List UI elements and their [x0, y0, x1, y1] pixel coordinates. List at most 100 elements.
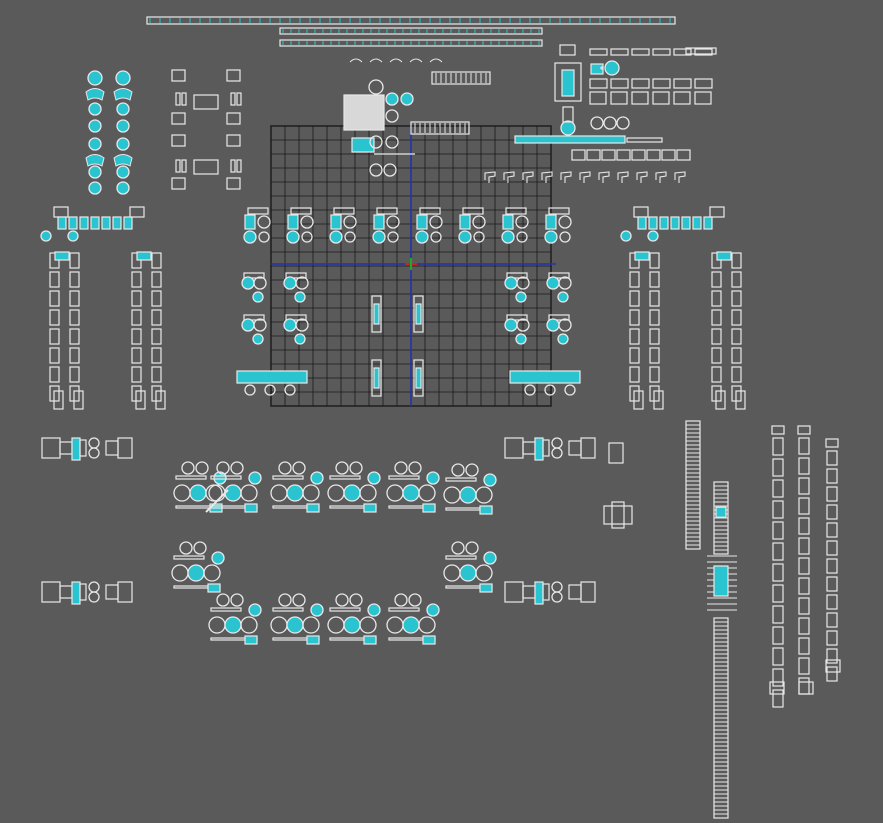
- uv-shell[interactable]: [131, 328, 142, 345]
- wheel-icon[interactable]: [244, 384, 256, 396]
- uv-shell[interactable]: [694, 91, 712, 105]
- uv-shell[interactable]: [826, 576, 838, 592]
- uv-shell[interactable]: [131, 366, 142, 383]
- uv-shell[interactable]: [649, 328, 660, 345]
- wheel-icon[interactable]: [173, 484, 191, 502]
- uv-shell[interactable]: [329, 607, 361, 612]
- uv-shell[interactable]: [673, 91, 691, 105]
- uv-shell[interactable]: [634, 251, 650, 261]
- wheel-icon[interactable]: [559, 231, 571, 243]
- uv-shell[interactable]: [694, 48, 713, 56]
- uv-shell[interactable]: [49, 366, 60, 383]
- uv-shell[interactable]: [568, 440, 582, 456]
- uv-shell[interactable]: [79, 439, 87, 457]
- uv-shell[interactable]: [731, 309, 742, 326]
- uv-shell[interactable]: [503, 171, 515, 183]
- uv-shell[interactable]: [175, 92, 181, 106]
- uv-shell[interactable]: [554, 62, 582, 102]
- wheel-icon[interactable]: [418, 616, 436, 634]
- wheel-icon[interactable]: [193, 541, 207, 555]
- uv-shell[interactable]: [633, 390, 644, 410]
- uv-shell[interactable]: [636, 171, 648, 183]
- uv-shell[interactable]: [363, 635, 377, 645]
- wheel-icon[interactable]: [286, 230, 300, 244]
- wheel-icon[interactable]: [349, 593, 363, 607]
- wheel-icon[interactable]: [211, 551, 225, 565]
- uv-shell[interactable]: [173, 555, 205, 560]
- wheel-icon[interactable]: [301, 231, 313, 243]
- uv-shell[interactable]: [711, 309, 722, 326]
- uv-shell[interactable]: [117, 581, 133, 603]
- wheel-icon[interactable]: [516, 276, 530, 290]
- uv-shell[interactable]: [243, 314, 265, 321]
- uv-shell[interactable]: [631, 78, 650, 89]
- uv-shell[interactable]: [522, 171, 534, 183]
- uv-shell[interactable]: [798, 597, 810, 615]
- uv-shell[interactable]: [826, 666, 838, 682]
- uv-shell[interactable]: [49, 290, 60, 307]
- uv-shell[interactable]: [59, 441, 73, 455]
- uv-shell[interactable]: [151, 271, 162, 288]
- wheel-icon[interactable]: [515, 333, 527, 345]
- uv-shell[interactable]: [731, 271, 742, 288]
- wheel-icon[interactable]: [248, 603, 262, 617]
- uv-shell[interactable]: [534, 437, 544, 461]
- wheel-icon[interactable]: [558, 276, 572, 290]
- uv-shell[interactable]: [568, 584, 582, 600]
- uv-shell[interactable]: [798, 437, 810, 455]
- uv-shell[interactable]: [731, 252, 742, 269]
- uv-shell[interactable]: [73, 390, 84, 410]
- wheel-icon[interactable]: [344, 231, 356, 243]
- uv-shell[interactable]: [648, 216, 658, 230]
- uv-shell[interactable]: [369, 58, 383, 63]
- uv-shell[interactable]: [71, 581, 81, 605]
- uv-shell[interactable]: [349, 58, 363, 63]
- wheel-icon[interactable]: [292, 593, 306, 607]
- uv-shell[interactable]: [649, 347, 660, 364]
- uv-shell[interactable]: [571, 149, 586, 161]
- uv-shell[interactable]: [649, 309, 660, 326]
- uv-shell[interactable]: [673, 48, 692, 56]
- wheel-icon[interactable]: [415, 230, 429, 244]
- wheel-icon[interactable]: [402, 616, 420, 634]
- wheel-icon[interactable]: [459, 486, 477, 504]
- uv-shell[interactable]: [285, 272, 307, 279]
- wheel-icon[interactable]: [516, 318, 530, 332]
- wheel-icon[interactable]: [385, 135, 399, 149]
- uv-shell[interactable]: [826, 540, 838, 556]
- wheel-icon[interactable]: [443, 486, 461, 504]
- wheel-icon[interactable]: [386, 215, 400, 229]
- uv-shell[interactable]: [711, 271, 722, 288]
- uv-shell[interactable]: [616, 149, 631, 161]
- wheel-icon[interactable]: [408, 461, 422, 475]
- uv-shell[interactable]: [171, 69, 186, 82]
- wheel-icon[interactable]: [359, 484, 377, 502]
- uv-shell[interactable]: [226, 112, 241, 125]
- uv-shell[interactable]: [652, 91, 670, 105]
- wheel-icon[interactable]: [243, 230, 257, 244]
- uv-shell[interactable]: [652, 48, 671, 56]
- uv-shell[interactable]: [580, 581, 596, 603]
- uv-shell[interactable]: [49, 271, 60, 288]
- wheel-icon[interactable]: [385, 109, 399, 123]
- uv-shell[interactable]: [373, 214, 385, 230]
- wheel-icon[interactable]: [443, 564, 461, 582]
- uv-shell[interactable]: [236, 92, 242, 106]
- uv-shell[interactable]: [272, 607, 304, 612]
- wheel-icon[interactable]: [458, 230, 472, 244]
- wheel-icon[interactable]: [544, 384, 556, 396]
- uv-shell[interactable]: [826, 486, 838, 502]
- uv-shell[interactable]: [603, 505, 633, 525]
- uv-shell[interactable]: [230, 92, 236, 106]
- uv-shell[interactable]: [649, 271, 660, 288]
- wheel-icon[interactable]: [241, 276, 255, 290]
- uv-shell[interactable]: [247, 207, 269, 215]
- uv-shell[interactable]: [306, 635, 320, 645]
- uv-shell[interactable]: [415, 303, 422, 325]
- uv-shell[interactable]: [85, 88, 105, 101]
- uv-shell[interactable]: [545, 214, 557, 230]
- uv-shell[interactable]: [772, 563, 784, 582]
- wheel-icon[interactable]: [253, 276, 267, 290]
- uv-shell[interactable]: [509, 370, 581, 384]
